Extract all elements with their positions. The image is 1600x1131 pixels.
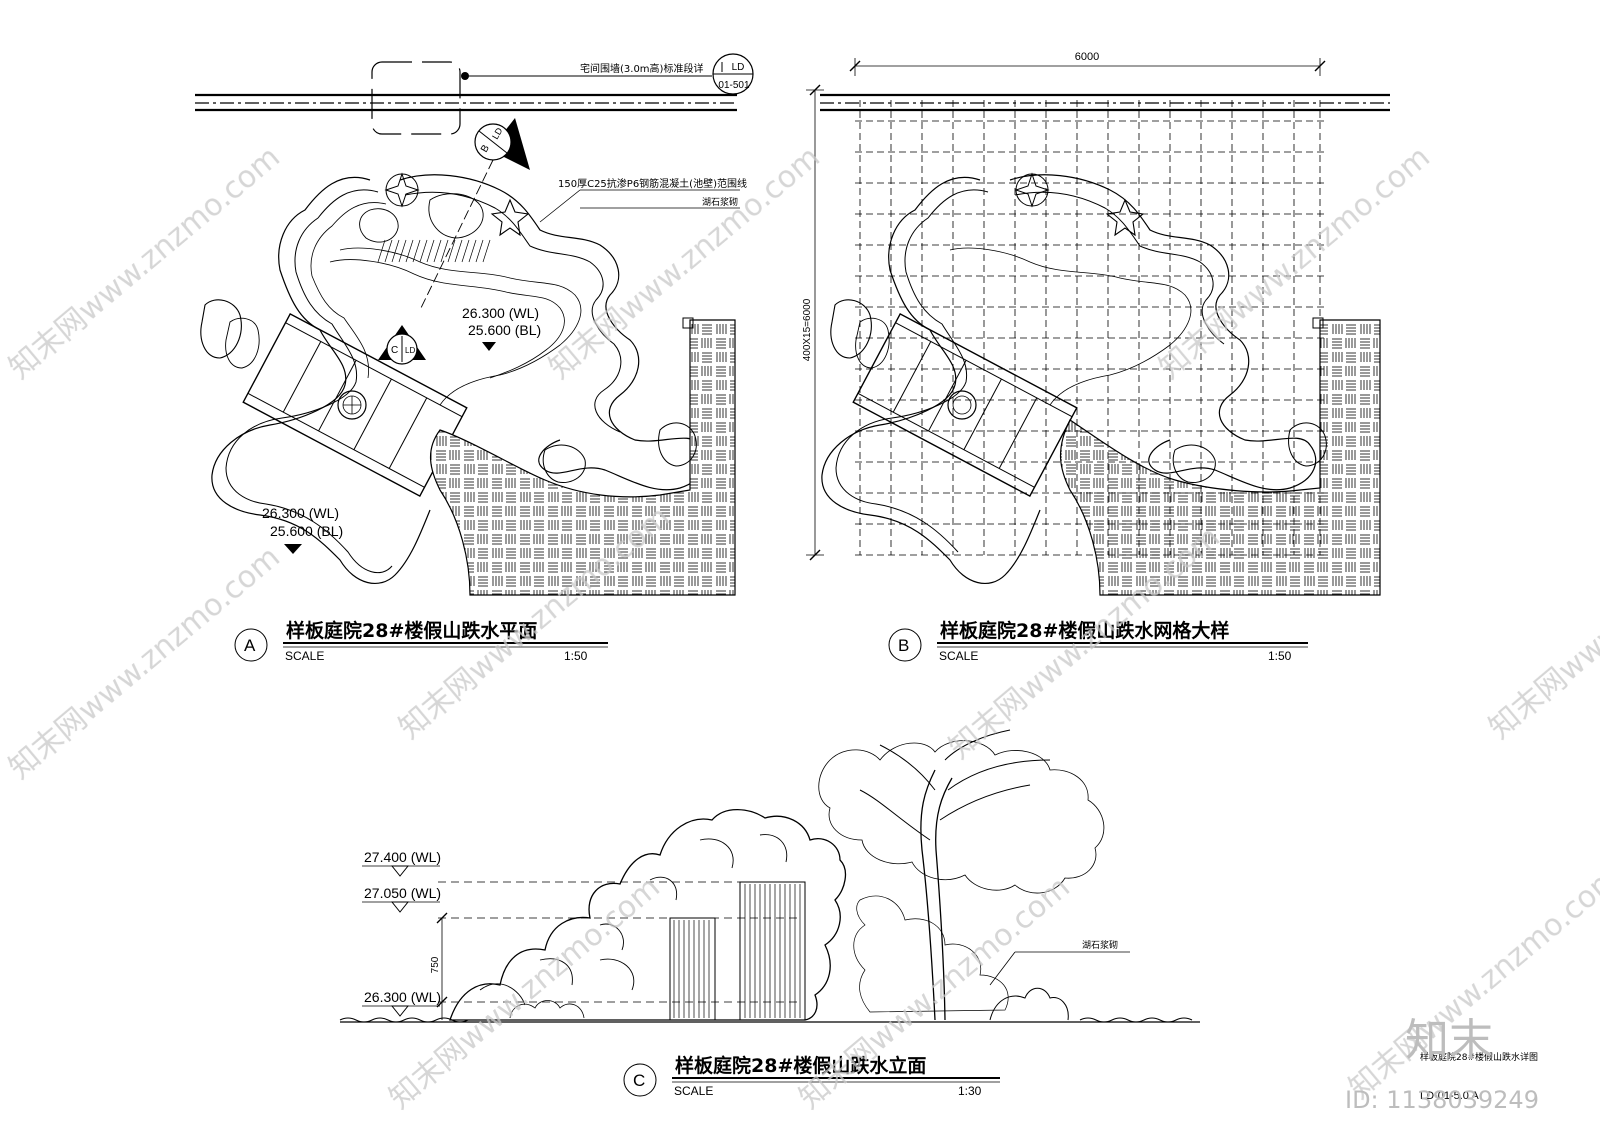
- level-wl-2: 26.300 (WL): [262, 505, 339, 521]
- plan-b-title: 样板庭院28#楼假山跌水网格大样: [940, 619, 1229, 642]
- section-b-letter: B: [479, 143, 492, 155]
- plan-a-scale-label: SCALE: [285, 649, 324, 663]
- note-stone-c: 湖石浆砌: [1082, 939, 1118, 951]
- callout-tag-bottom: 01-501: [718, 80, 750, 91]
- id-watermark: ID: 1138039249: [1345, 1086, 1539, 1114]
- waterfall-curtain: [669, 881, 806, 1021]
- watermark-text-3: 知末网www.znzmo.com: [1153, 140, 1437, 386]
- elevation-c-scale-label: SCALE: [674, 1084, 713, 1098]
- elevation-c-title-block: C 样板庭院28#楼假山跌水立面 SCALE 1:30: [623, 1054, 1000, 1098]
- level-bl-1: 25.600 (BL): [468, 322, 541, 338]
- dim-750: 750: [430, 956, 441, 973]
- plan-b-drawing: 6000 400X15=6000: [802, 51, 1390, 596]
- level-bottom: 26.300 (WL): [364, 989, 441, 1005]
- elevation-tree: [818, 729, 1105, 1021]
- watermark-text-10: 知末网www.znzmo.com: [1343, 860, 1600, 1106]
- elevation-c-marker: C: [633, 1071, 645, 1090]
- plan-b-title-block: B 样板庭院28#楼假山跌水网格大样 SCALE 1:50: [888, 619, 1308, 663]
- plan-a-annotations: 150厚C25抗渗P6钢筋混凝土(池壁)范围线 湖石浆砌 B LD C LD 2…: [262, 118, 747, 554]
- layout-grid: [855, 100, 1325, 556]
- level-wl-1: 26.300 (WL): [462, 305, 539, 321]
- watermark-text-4: 知末网www.znzmo.com: [3, 540, 287, 786]
- plan-b-marker: B: [898, 636, 909, 655]
- section-c-letter: C: [391, 345, 398, 356]
- elevation-c-scale-value: 1:30: [958, 1084, 982, 1098]
- note-stone-a: 湖石浆砌: [702, 196, 738, 208]
- sheet-title: 样板庭院28#楼假山跌水详图: [1420, 1051, 1538, 1063]
- plan-a-title: 样板庭院28#楼假山跌水平面: [286, 619, 537, 642]
- watermark-text-9: 知末网www.znzmo.com: [793, 870, 1077, 1116]
- callout-note: 宅间围墙(3.0m高)标准段详: [580, 62, 703, 75]
- elevation-c-annotations: 27.400 (WL) 27.050 (WL) 26.300 (WL) 湖石浆砌: [362, 849, 1130, 1017]
- plan-a-title-block: A 样板庭院28#楼假山跌水平面 SCALE 1:50: [234, 619, 608, 663]
- plan-b-scale-label: SCALE: [939, 649, 978, 663]
- level-top: 27.400 (WL): [364, 849, 441, 865]
- plan-b-scale-value: 1:50: [1268, 649, 1292, 663]
- elevation-c-title: 样板庭院28#楼假山跌水立面: [675, 1054, 926, 1077]
- wall-detail-callout: 宅间围墙(3.0m高)标准段详 LD 01-501: [195, 53, 754, 135]
- plan-a-plants: [359, 172, 530, 243]
- brand-watermark: 知末 ID: 1138039249: [1345, 1015, 1539, 1114]
- elevation-c-drawing: 750: [339, 729, 1200, 1023]
- watermark-text-2: 知末网www.znzmo.com: [543, 140, 827, 386]
- plan-a-drawing: [200, 172, 736, 596]
- plan-a-marker: A: [244, 636, 256, 655]
- callout-tag-top: LD: [732, 62, 745, 73]
- sheet-title-block: 样板庭院28#楼假山跌水详图 LD-01-5.0 A: [1420, 1051, 1538, 1102]
- watermark-layer: 知末网www.znzmo.com 知末网www.znzmo.com 知末网www…: [3, 140, 1600, 1116]
- level-mid: 27.050 (WL): [364, 885, 441, 901]
- dim-left: 400X15=6000: [802, 298, 813, 361]
- note-pool-wall: 150厚C25抗渗P6钢筋混凝土(池壁)范围线: [558, 177, 747, 190]
- level-bl-2: 25.600 (BL): [270, 523, 343, 539]
- watermark-text-7: 知末网www.znzmo.com: [1483, 500, 1600, 746]
- sheet-number: LD-01-5.0 A: [1420, 1090, 1479, 1102]
- plan-a-scale-value: 1:50: [564, 649, 588, 663]
- section-c-tag: LD: [405, 346, 415, 355]
- dim-top: 6000: [1075, 51, 1099, 63]
- brand-logo: 知末: [1405, 1015, 1493, 1066]
- watermark-text-1: 知末网www.znzmo.com: [3, 140, 287, 386]
